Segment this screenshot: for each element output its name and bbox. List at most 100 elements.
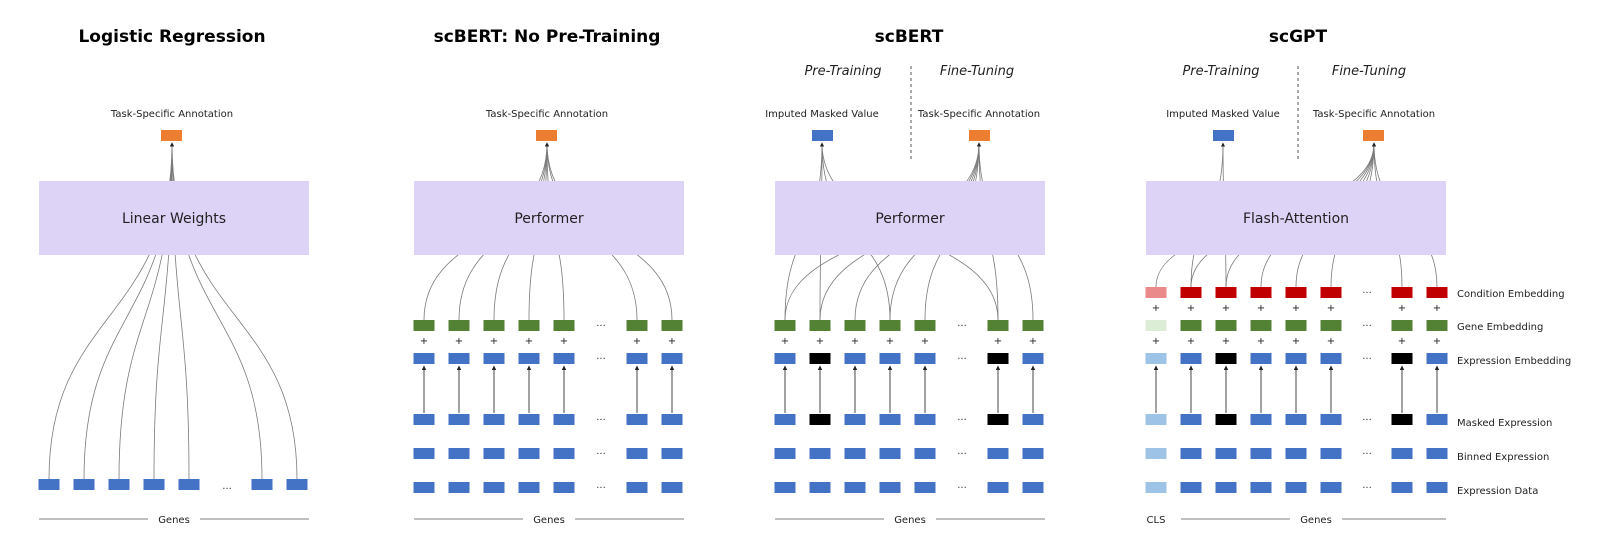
cls-data-token (1145, 482, 1167, 493)
ellipsis: ··· (1362, 483, 1372, 494)
masked-expression-token (448, 414, 470, 425)
plus-sign: + (781, 336, 789, 347)
row-label-condition-embedding: Condition Embedding (1457, 289, 1565, 300)
masked-expression-token (518, 414, 540, 425)
masked-expression-token (879, 414, 901, 425)
gene-embedding-token (1215, 320, 1237, 331)
plus-sign: + (816, 336, 824, 347)
binned-expression-token (987, 448, 1009, 459)
gene-embedding-token (1250, 320, 1272, 331)
output-left-label: Imputed Masked Value (765, 109, 879, 120)
ellipsis: ··· (957, 354, 967, 365)
plus-sign: + (851, 336, 859, 347)
output-label: Task-Specific Annotation (110, 109, 233, 120)
task-annotation-token (1363, 130, 1384, 141)
panel-scbert: scBERT Pre-Training Fine-Tuning Imputed … (765, 27, 1045, 526)
expression-data-token (844, 482, 866, 493)
masked-expression-token (844, 414, 866, 425)
masked-token (1391, 414, 1413, 425)
box-label: Flash-Attention (1243, 211, 1349, 227)
condition-embedding-token (1250, 287, 1272, 298)
plus-sign: + (1398, 336, 1406, 347)
output-right-label: Task-Specific Annotation (1312, 109, 1435, 120)
binned-expression-token (1285, 448, 1307, 459)
binned-expression-token (1426, 448, 1448, 459)
cls-gene-token (1145, 320, 1167, 331)
panel-title: scBERT: No Pre-Training (434, 27, 661, 47)
ellipsis: ··· (957, 321, 967, 332)
masked-expression-token (626, 414, 648, 425)
expression-embedding-token (1180, 353, 1202, 364)
masked-expression-token (483, 414, 505, 425)
masked-token (1215, 414, 1237, 425)
plus-sign: + (1187, 303, 1195, 314)
gene-embedding-token (879, 320, 901, 331)
plus-sign: + (1292, 303, 1300, 314)
gene-embedding-token (774, 320, 796, 331)
expression-embedding-token (1022, 353, 1044, 364)
cls-expression-token (1145, 353, 1167, 364)
binned-expression-token (879, 448, 901, 459)
plus-sign: + (921, 336, 929, 347)
ellipsis: ··· (1362, 354, 1372, 365)
masked-expression-token (1022, 414, 1044, 425)
masked-embedding-token (809, 353, 831, 364)
row-label-expression-embedding: Expression Embedding (1457, 356, 1571, 367)
expression-embedding-token (774, 353, 796, 364)
gene-embedding-token (844, 320, 866, 331)
gene-embedding-token (1022, 320, 1044, 331)
phase-pretraining-label: Pre-Training (804, 64, 881, 79)
expression-data-token (774, 482, 796, 493)
gene-embedding-token (809, 320, 831, 331)
plus-sign: + (1257, 336, 1265, 347)
plus-sign: + (525, 336, 533, 347)
panel-scgpt: scGPT Pre-Training Fine-Tuning Imputed M… (1145, 27, 1571, 526)
masked-embedding-token (987, 353, 1009, 364)
expression-data-token (1285, 482, 1307, 493)
gene-embedding-token (1180, 320, 1202, 331)
expression-embedding-token (518, 353, 540, 364)
masked-expression-token (1426, 414, 1448, 425)
expression-embedding-token (844, 353, 866, 364)
panel-title: scBERT (875, 27, 944, 47)
expression-data-token (1391, 482, 1413, 493)
plus-sign: + (420, 336, 428, 347)
gene-embedding-token (914, 320, 936, 331)
output-left-label: Imputed Masked Value (1166, 109, 1280, 120)
expression-data-token (1215, 482, 1237, 493)
binned-expression-token (774, 448, 796, 459)
expression-data-token (809, 482, 831, 493)
binned-expression-token (809, 448, 831, 459)
masked-expression-token (774, 414, 796, 425)
binned-expression-token (626, 448, 648, 459)
ellipsis: ··· (596, 354, 606, 365)
token-columns: +++++++··············· (413, 320, 683, 494)
masked-token (987, 414, 1009, 425)
row-label-expression-data: Expression Data (1457, 486, 1538, 497)
token-columns: ++++++++++++++++·················· (1145, 287, 1448, 494)
binned-expression-token (1215, 448, 1237, 459)
genes-axis-label: Genes (894, 515, 926, 526)
masked-expression-token (1320, 414, 1342, 425)
ellipsis: ··· (1362, 449, 1372, 460)
gene-token (143, 479, 165, 490)
plus-sign: + (490, 336, 498, 347)
expression-embedding-token (413, 353, 435, 364)
gene-embedding-token (448, 320, 470, 331)
plus-sign: + (1187, 336, 1195, 347)
expression-data-token (1180, 482, 1202, 493)
masked-embedding-token (1215, 353, 1237, 364)
gene-embedding-token (1426, 320, 1448, 331)
masked-embedding-token (1391, 353, 1413, 364)
gene-token-row (38, 479, 308, 490)
expression-embedding-token (1285, 353, 1307, 364)
plus-sign: + (1152, 336, 1160, 347)
genes-axis-label: Genes (158, 515, 190, 526)
gene-embedding-token (987, 320, 1009, 331)
condition-embedding-token (1215, 287, 1237, 298)
row-label-masked-expression: Masked Expression (1457, 418, 1552, 429)
phase-finetuning-label: Fine-Tuning (1332, 64, 1406, 79)
task-annotation-token (969, 130, 990, 141)
binned-expression-token (483, 448, 505, 459)
